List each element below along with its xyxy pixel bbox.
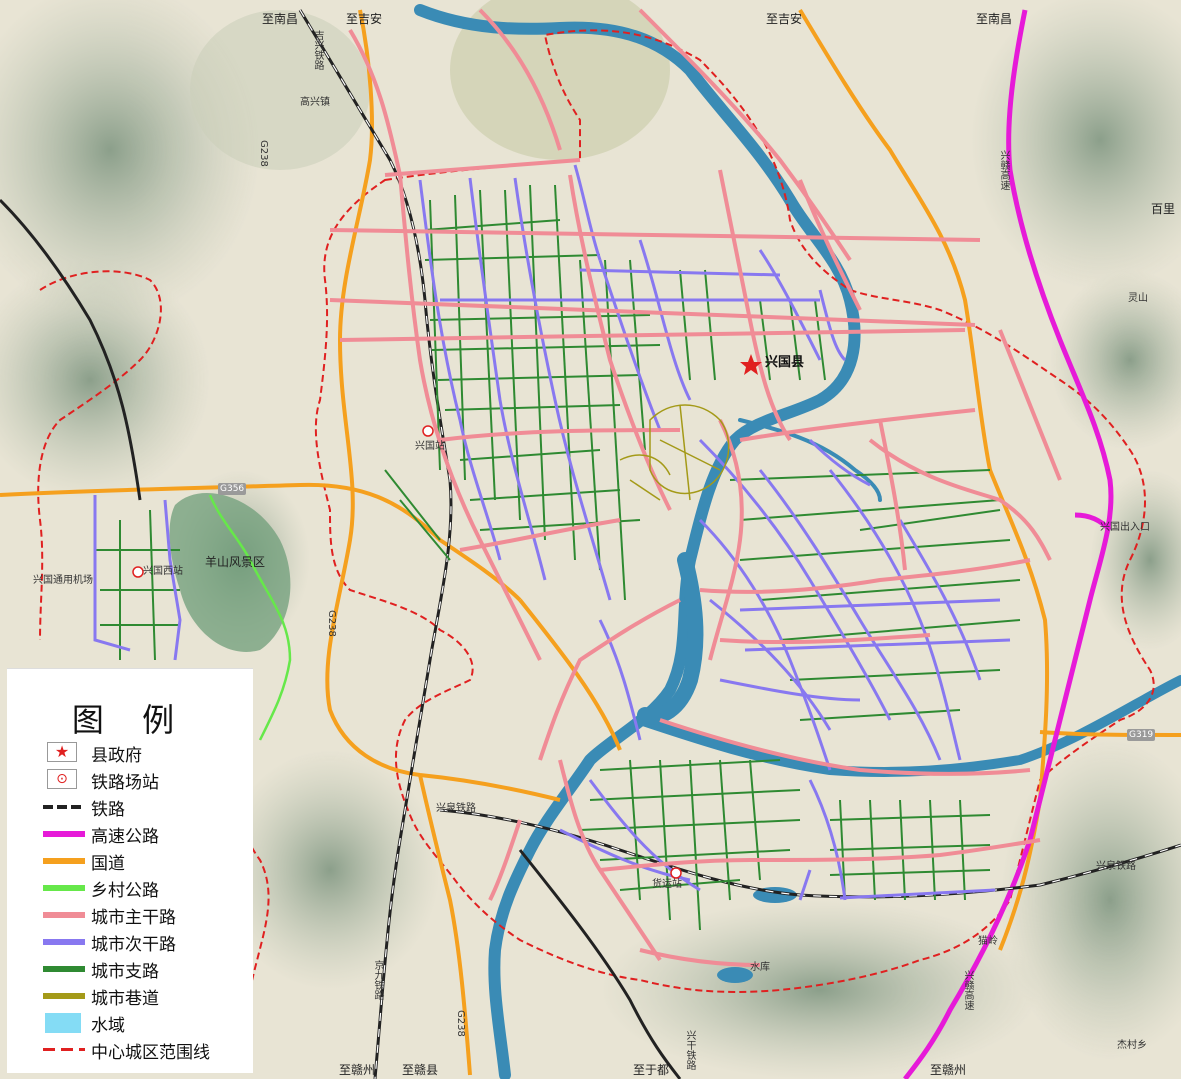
lingshan-label: 灵山 bbox=[1128, 293, 1148, 304]
expressway bbox=[903, 9, 1114, 1079]
legend-label: 国道 bbox=[91, 853, 125, 874]
xinggan-rail-label: 兴干铁路 bbox=[684, 1030, 695, 1070]
legend-label: 城市主干路 bbox=[91, 907, 176, 928]
west-station-label: 兴国西站 bbox=[143, 566, 183, 577]
xingquan-rail-east-label: 兴泉铁路 bbox=[1096, 861, 1136, 872]
lane-roads bbox=[619, 404, 730, 501]
station-label: 兴国站 bbox=[415, 441, 445, 452]
dir-jian-left: 至吉安 bbox=[346, 12, 383, 26]
lane-line-icon bbox=[41, 984, 85, 1008]
secondary-road-line-icon bbox=[41, 930, 85, 954]
branch-roads bbox=[95, 184, 1021, 931]
railway-line-icon bbox=[41, 795, 85, 819]
gaoxing-label: 高兴镇 bbox=[300, 97, 330, 108]
g238-south-label: G238 bbox=[455, 1010, 466, 1037]
reservoir-label: 水库 bbox=[750, 962, 770, 973]
secondary-roads bbox=[93, 164, 1011, 901]
rural-road bbox=[208, 494, 292, 741]
boundary-line-icon bbox=[41, 1038, 85, 1062]
legend-item: 中心城区范围线 bbox=[41, 1038, 210, 1063]
legend-label: 乡村公路 bbox=[91, 880, 159, 901]
legend-item: ⊙ 铁路场站 bbox=[41, 768, 159, 793]
boundary-line bbox=[37, 29, 1155, 993]
legend-item: 城市主干路 bbox=[41, 903, 176, 928]
xingquan-rail-west-label: 兴泉铁路 bbox=[436, 803, 476, 814]
dir-nanchang-left: 至南昌 bbox=[262, 12, 299, 26]
dir-jian-right: 至吉安 bbox=[766, 12, 803, 26]
scenic-area bbox=[169, 492, 291, 652]
jixing-rail-label: 吉兴铁路 bbox=[312, 30, 323, 70]
legend-item: 水域 bbox=[41, 1011, 125, 1036]
dir-nanchang-right: 至南昌 bbox=[976, 12, 1013, 26]
map-legend: 图 例 ★ 县政府 ⊙ 铁路场站铁路高速公路国道乡村公路城市主干路城市次干路城市支路城… bbox=[7, 668, 253, 1073]
airport-label: 兴国通用机场 bbox=[33, 575, 93, 586]
county-label: 兴国县 bbox=[765, 355, 805, 370]
station-icon: ⊙ bbox=[41, 768, 85, 792]
county-govt-star bbox=[740, 354, 762, 375]
river bbox=[414, 4, 1181, 1079]
branch-road-line-icon bbox=[41, 957, 85, 981]
dir-ganzhou-1: 至赣州 bbox=[339, 1063, 376, 1077]
legend-item: ★ 县政府 bbox=[41, 741, 142, 766]
dir-ganxian: 至赣县 bbox=[402, 1063, 439, 1077]
legend-item: 铁路 bbox=[41, 795, 125, 820]
interchange-label: 兴国出入口 bbox=[1100, 522, 1150, 533]
national-road-line-icon bbox=[41, 849, 85, 873]
rural-road-line-icon bbox=[41, 876, 85, 900]
legend-title: 图 例 bbox=[71, 701, 189, 739]
legend-label: 高速公路 bbox=[91, 826, 159, 847]
xinggan-expressway-south-label: 兴赣高速 bbox=[962, 970, 973, 1010]
legend-label: 城市巷道 bbox=[91, 988, 159, 1009]
g238-north-label: G238 bbox=[258, 140, 269, 167]
main-road-line-icon bbox=[41, 903, 85, 927]
baili-label: 百里 bbox=[1151, 202, 1176, 216]
main-roads bbox=[329, 8, 1062, 967]
maoling-label: 猫岭 bbox=[978, 936, 998, 947]
legend-label: 水域 bbox=[91, 1015, 125, 1036]
legend-label: 铁路场站 bbox=[91, 772, 159, 793]
legend-item: 国道 bbox=[41, 849, 125, 874]
legend-label: 县政府 bbox=[91, 745, 142, 766]
water-area-icon bbox=[41, 1011, 85, 1035]
expressway-line-icon bbox=[41, 822, 85, 846]
legend-item: 乡村公路 bbox=[41, 876, 159, 901]
dir-yudu: 至于都 bbox=[633, 1063, 670, 1077]
legend-item: 高速公路 bbox=[41, 822, 159, 847]
legend-item: 城市支路 bbox=[41, 957, 159, 982]
g319-shield: G319 bbox=[1127, 729, 1156, 741]
freight-station-label: 货运站 bbox=[652, 879, 682, 890]
legend-label: 铁路 bbox=[91, 799, 125, 820]
legend-item: 城市次干路 bbox=[41, 930, 176, 955]
jingjiu-rail-label: 京九铁路 bbox=[372, 960, 383, 1000]
legend-label: 城市次干路 bbox=[91, 934, 176, 955]
star-icon: ★ bbox=[41, 741, 85, 765]
g238-mid-label: G238 bbox=[326, 610, 337, 637]
legend-label: 城市支路 bbox=[91, 961, 159, 982]
scenic-label: 羊山风景区 bbox=[205, 555, 266, 569]
jiecun-label: 杰村乡 bbox=[1117, 1040, 1147, 1051]
xinggan-expressway-label: 兴赣高速 bbox=[998, 150, 1009, 190]
dir-ganzhou-3: 至赣州 bbox=[930, 1063, 967, 1077]
legend-item: 城市巷道 bbox=[41, 984, 159, 1009]
g356-shield: G356 bbox=[218, 483, 247, 495]
legend-label: 中心城区范围线 bbox=[91, 1042, 210, 1063]
station-markers bbox=[132, 425, 682, 879]
